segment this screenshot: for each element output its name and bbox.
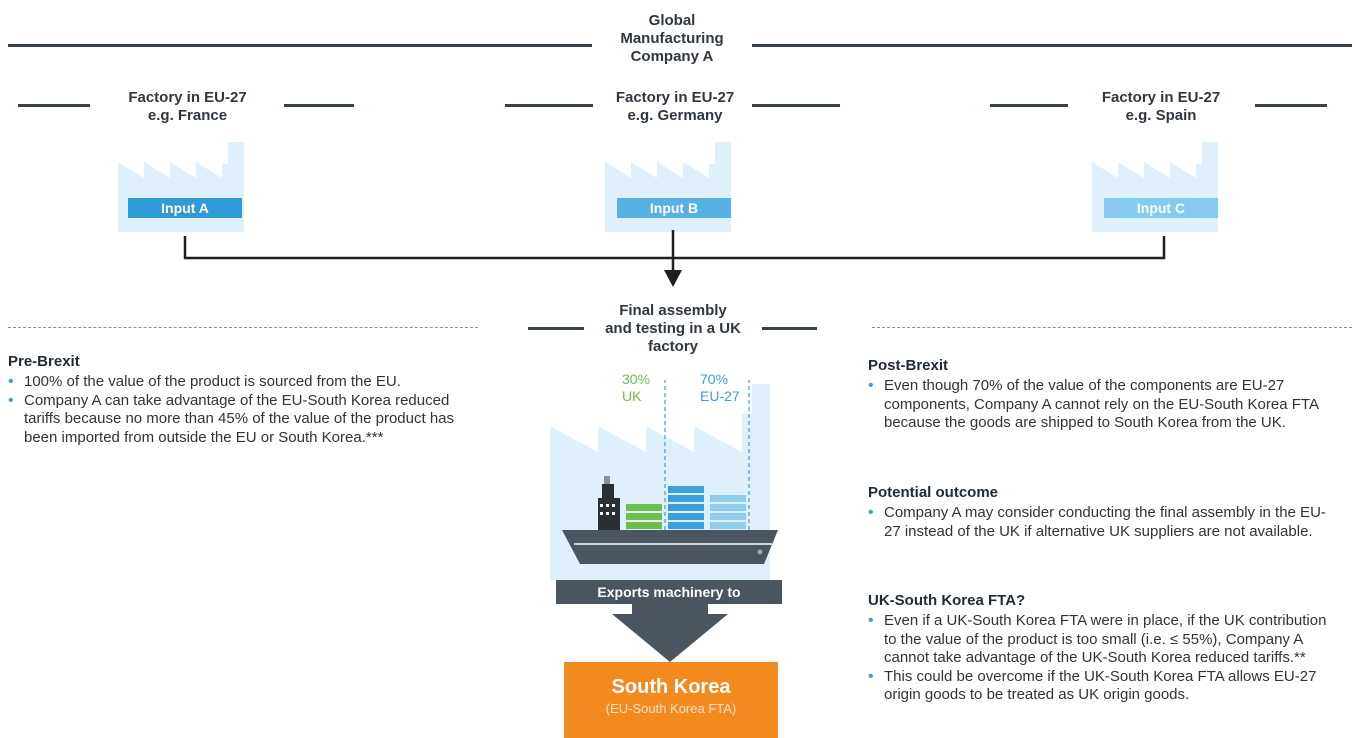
destination-box: South Korea (EU-South Korea FTA)	[564, 662, 778, 738]
input-c-label: Input C	[1104, 198, 1218, 218]
top-line-left	[8, 44, 592, 47]
right-divider	[872, 327, 1352, 328]
factory-a-line-left	[18, 104, 90, 107]
uk-factory-illustration	[550, 380, 778, 580]
assembly-line-right	[762, 327, 817, 330]
uk-share: 30%UK	[622, 371, 651, 404]
input-a-label: Input A	[128, 198, 242, 218]
destination-sub: (EU-South Korea FTA)	[605, 701, 737, 716]
post-brexit-heading: Post-Brexit	[868, 357, 949, 374]
top-line-right	[752, 44, 1352, 47]
factory-c-line-left	[990, 104, 1068, 107]
uk-sk-fta-bullet-1: Even if a UK-South Korea FTA were in pla…	[868, 612, 1338, 668]
factory-c-line-right	[1255, 104, 1327, 107]
post-brexit-bullet-1: Even though 70% of the value of the comp…	[868, 377, 1338, 433]
assembly-line-left	[528, 327, 584, 330]
left-divider	[8, 327, 478, 328]
export-arrow	[612, 604, 728, 662]
destination-name: South Korea	[611, 676, 731, 698]
pre-brexit-bullet-1: 100% of the value of the product is sour…	[8, 373, 466, 392]
uk-sk-fta-heading: UK-South Korea FTA?	[868, 592, 1026, 609]
factory-b-line-right	[752, 104, 840, 107]
potential-outcome-heading: Potential outcome	[868, 484, 999, 501]
pre-brexit-section: Pre-Brexit 100% of the value of the prod…	[8, 353, 466, 447]
factory-b-line-left	[505, 104, 593, 107]
pre-brexit-heading: Pre-Brexit	[8, 353, 80, 370]
potential-outcome-bullet-1: Company A may consider conducting the fi…	[868, 504, 1338, 541]
eu-share: 70%EU-27	[700, 371, 740, 404]
input-b-label: Input B	[617, 198, 731, 218]
factory-a-line-right	[284, 104, 354, 107]
uk-sk-fta-section: UK-South Korea FTA? Even if a UK-South K…	[868, 592, 1338, 705]
pre-brexit-bullet-2: Company A can take advantage of the EU-S…	[8, 392, 466, 448]
uk-sk-fta-bullet-2: This could be overcome if the UK-South K…	[868, 668, 1338, 705]
potential-outcome-section: Potential outcome Company A may consider…	[868, 484, 1338, 541]
export-banner: Exports machinery to	[556, 580, 782, 604]
supply-connector	[183, 230, 1166, 287]
post-brexit-section: Post-Brexit Even though 70% of the value…	[868, 357, 1338, 433]
